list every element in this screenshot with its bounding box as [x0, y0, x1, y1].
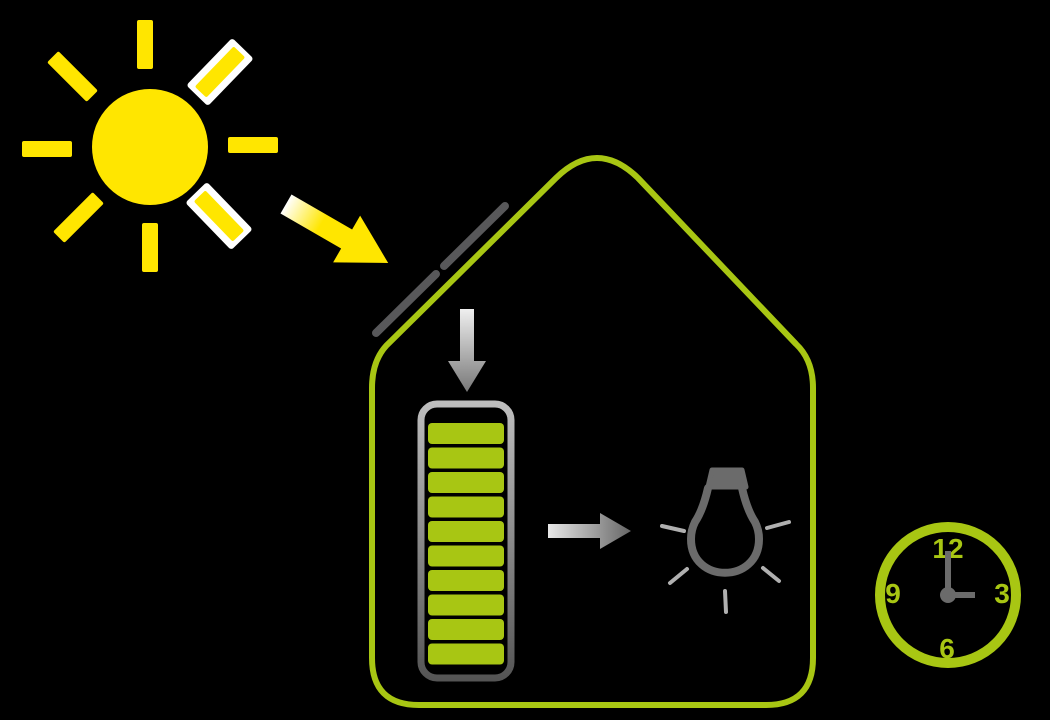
battery-cell	[428, 521, 504, 542]
battery-cell	[428, 496, 504, 518]
battery-cell	[428, 570, 504, 591]
arrow-down-right-icon	[280, 194, 389, 263]
irradiance-arrow-head	[333, 215, 389, 263]
battery-cell	[428, 594, 504, 616]
battery-cell	[428, 545, 504, 567]
sun-ray-southeast-highlighted	[186, 183, 252, 249]
irradiance-arrow-shaft	[280, 194, 356, 251]
battery-cells	[428, 423, 504, 665]
bulb-ray-right	[765, 520, 791, 530]
clock-number-3: 3	[994, 578, 1010, 609]
sun-ray-northwest	[47, 51, 98, 102]
bulb-ray-lower-left	[668, 567, 689, 585]
bulb-cap	[705, 467, 749, 490]
bulb-ray-bottom	[723, 589, 728, 614]
discharge-arrow-shaft	[548, 524, 601, 538]
light-bulb-icon	[660, 467, 791, 614]
battery-cell	[428, 447, 504, 469]
solar-panel-segment-lower	[372, 270, 440, 337]
sun-ray-north	[137, 20, 153, 69]
battery-cell	[428, 619, 504, 640]
sun-icon	[22, 20, 278, 272]
clock-icon: 12 3 6 9	[875, 522, 1021, 668]
battery-cell	[428, 643, 504, 665]
battery-cell	[428, 472, 504, 493]
battery-outline	[417, 400, 515, 682]
clock-number-9: 9	[885, 578, 901, 609]
sun-ray-northeast-highlighted	[187, 39, 253, 105]
solar-panel-segment-upper	[440, 202, 509, 270]
charge-arrow-head	[448, 361, 486, 392]
sun-ray-east	[228, 137, 278, 153]
bulb-ray-left	[660, 524, 686, 533]
clock-number-6: 6	[939, 633, 955, 664]
clock-center-pin	[940, 587, 956, 603]
bulb-glass	[686, 484, 764, 577]
house-outline-icon	[369, 155, 816, 708]
discharge-arrow-head	[600, 513, 631, 549]
battery-cell	[428, 423, 504, 444]
arrow-down-icon	[448, 309, 486, 392]
bulb-ray-lower-right	[761, 566, 781, 583]
sun-ray-west	[22, 141, 72, 157]
arrow-right-icon	[548, 513, 631, 549]
charge-arrow-shaft	[460, 309, 474, 362]
sun-ray-southwest	[53, 192, 104, 243]
sun-disc	[92, 89, 208, 205]
sun-ray-south	[142, 223, 158, 272]
solar-panel-icon	[372, 202, 509, 337]
battery-icon	[417, 400, 515, 682]
bulb-rays	[660, 520, 791, 614]
clock-ring	[875, 522, 1021, 668]
